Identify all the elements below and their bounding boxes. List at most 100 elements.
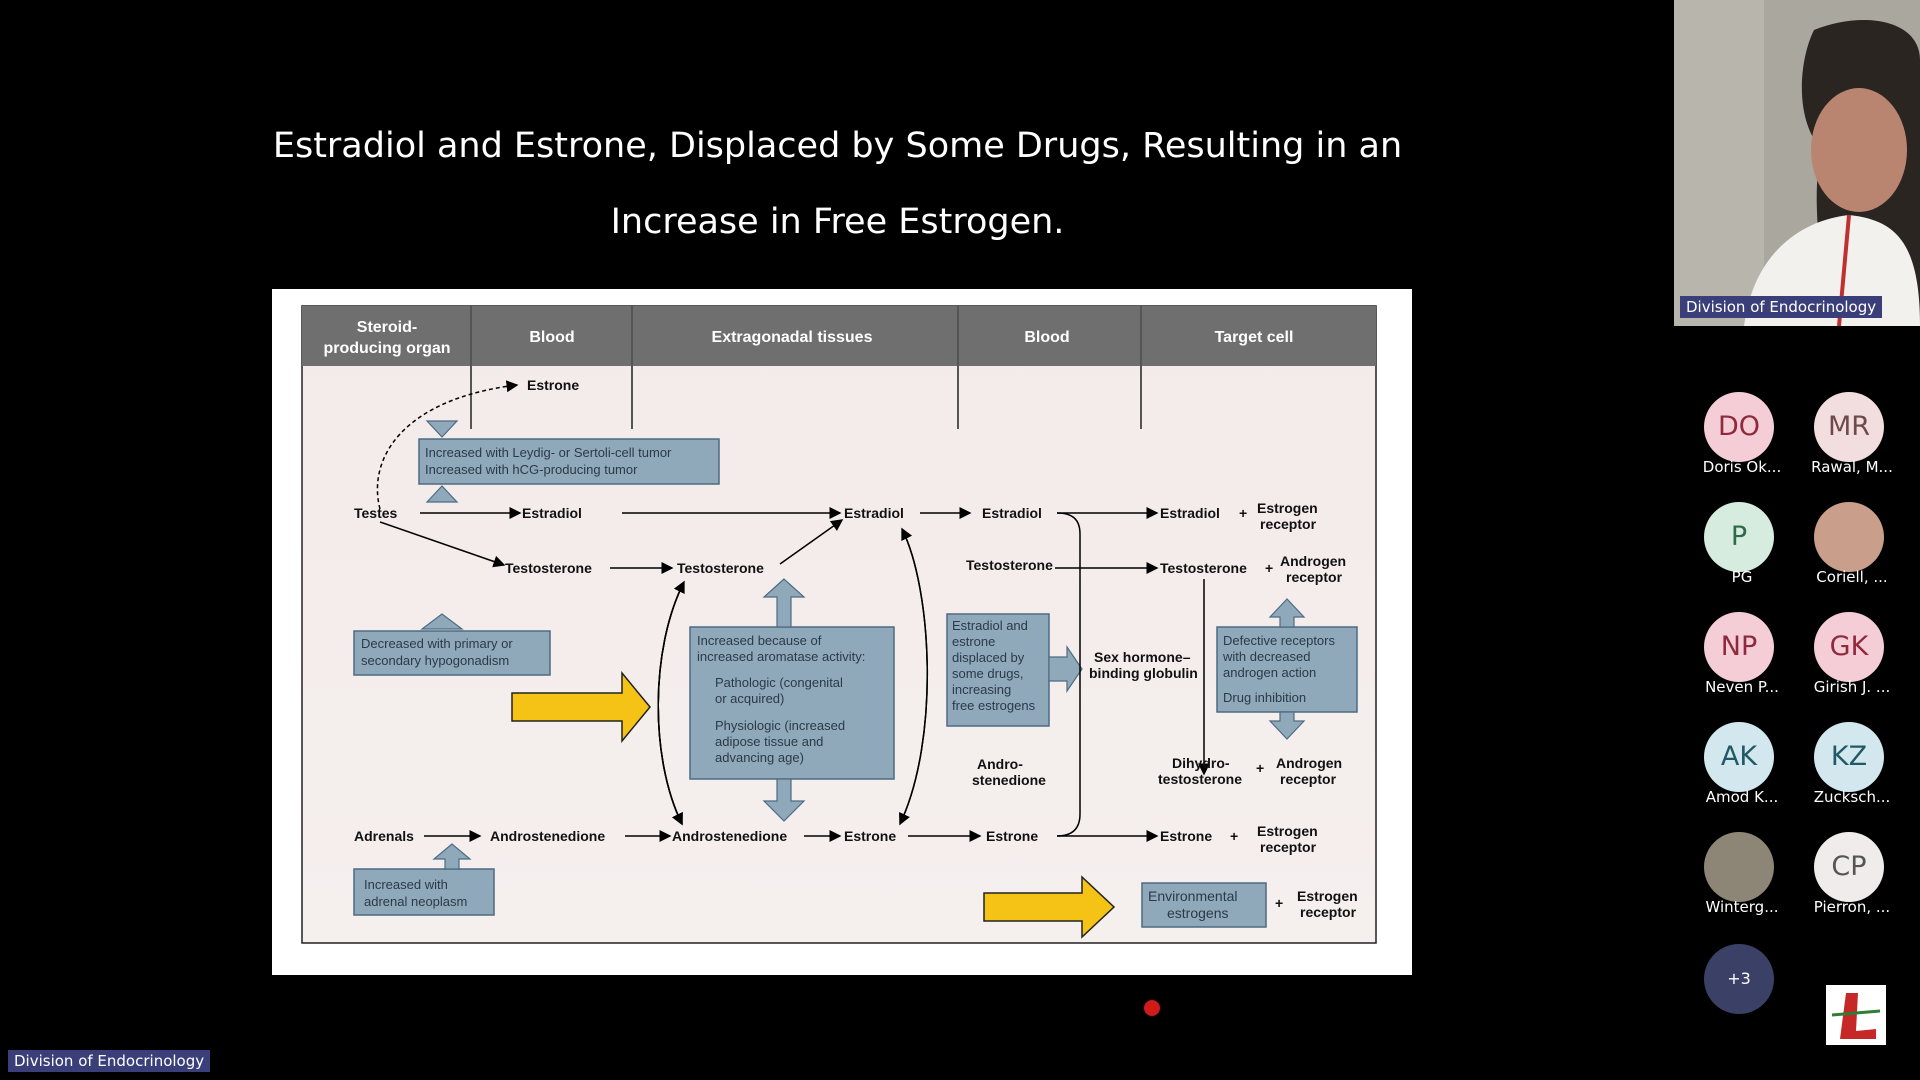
displacement-text-4: some drugs,	[952, 666, 1024, 681]
node-estrone-blood2: Estrone	[986, 828, 1038, 844]
participant-avatar-photo	[1814, 502, 1884, 572]
aromatase-text-1: Increased because of	[697, 633, 822, 648]
aromatase-text-4: or acquired)	[715, 691, 784, 706]
estrogen-receptor-2b: receptor	[1260, 839, 1317, 855]
node-testosterone-target: Testosterone	[1160, 560, 1247, 576]
aromatase-text-5: Physiologic (increased	[715, 718, 845, 733]
recording-indicator-icon	[1144, 1000, 1160, 1016]
androgen-receptor-1a: Androgen	[1280, 553, 1346, 569]
leydig-text-2: Increased with hCG-producing tumor	[425, 462, 638, 477]
header-steroid-1: Steroid-	[357, 319, 417, 336]
header-steroid-2: producing organ	[323, 340, 450, 357]
participant-avatar-initials: CP	[1814, 832, 1884, 902]
node-androstenedione-b2b: stenedione	[972, 772, 1046, 788]
participant-avatar-initials: AK	[1704, 722, 1774, 792]
estrogen-receptor-3b: receptor	[1300, 904, 1357, 920]
node-estradiol-ext: Estradiol	[844, 505, 904, 521]
leydig-down-arrow	[425, 485, 459, 503]
node-dht-a: Dihydro-	[1172, 755, 1230, 771]
defective-text-3: androgen action	[1223, 665, 1316, 680]
header-target-cell: Target cell	[1215, 329, 1294, 346]
node-testosterone-blood2: Testosterone	[966, 557, 1053, 573]
shbg-bracket	[1056, 512, 1081, 837]
node-estrone-target: Estrone	[1160, 828, 1212, 844]
adrenal-neoplasm-text-1: Increased with	[364, 877, 448, 892]
shbg-right-arrow	[1048, 645, 1083, 693]
hypogonadism-box	[353, 630, 551, 676]
defective-text-4: Drug inhibition	[1223, 690, 1306, 705]
speaker-name-label: Division of Endocrinology	[1680, 296, 1883, 318]
plus-1: +	[1239, 505, 1247, 521]
participant-avatar-initials: DO	[1704, 392, 1774, 462]
displacement-text-3: displaced by	[952, 650, 1025, 665]
participant-name: PG	[1731, 568, 1753, 586]
estrogen-receptor-1a: Estrogen	[1257, 500, 1318, 516]
hypogonadism-text-2: secondary hypogonadism	[361, 653, 509, 668]
adrenal-neoplasm-box	[353, 868, 495, 916]
node-dht-b: testosterone	[1158, 771, 1242, 787]
participant-tile[interactable]: Coriell, ...	[1782, 502, 1892, 602]
participant-avatar-initials: MR	[1814, 392, 1884, 462]
leydig-up-arrow	[425, 420, 459, 438]
displacement-text-2: estrone	[952, 634, 995, 649]
plus-4: +	[1230, 828, 1238, 844]
participant-tile[interactable]: Winterg...	[1672, 832, 1782, 932]
hormone-pathway-figure: Steroid- producing organ Blood Extragona…	[272, 289, 1412, 975]
plus-3: +	[1256, 760, 1264, 776]
estrogen-receptor-2a: Estrogen	[1257, 823, 1318, 839]
displacement-text-6: free estrogens	[952, 698, 1036, 713]
node-adrenals: Adrenals	[354, 828, 414, 844]
speaker-silhouette	[1674, 0, 1920, 326]
participant-name: Pierron, ...	[1813, 898, 1891, 916]
hypogonadism-up-arrow	[420, 613, 464, 630]
dashed-testes-estrone	[376, 380, 519, 510]
logo-l-icon	[1826, 985, 1886, 1045]
node-estrone-ext: Estrone	[844, 828, 896, 844]
plus-5: +	[1275, 895, 1283, 911]
displacement-text-5: increasing	[952, 682, 1011, 697]
node-androstenedione-blood1: Androstenedione	[490, 828, 605, 844]
header-blood-1: Blood	[529, 329, 574, 346]
node-androstenedione-b2a: Andro-	[977, 756, 1023, 772]
pathway-diagram: Steroid- producing organ Blood Extragona…	[301, 305, 1377, 944]
leydig-tumor-box	[418, 438, 720, 485]
speaker-video[interactable]	[1674, 0, 1920, 326]
node-testes: Testes	[354, 505, 398, 521]
node-androstenedione-ext: Androstenedione	[672, 828, 787, 844]
header-blood-2: Blood	[1024, 329, 1069, 346]
displacement-text-1: Estradiol and	[952, 618, 1028, 633]
yellow-arrow-aromatase	[511, 670, 651, 744]
slide-title-line-1: Estradiol and Estrone, Displaced by Some…	[272, 126, 1403, 166]
more-participants-button[interactable]: +3	[1704, 944, 1774, 1014]
meeting-logo	[1826, 985, 1886, 1045]
androgen-receptor-2a: Androgen	[1276, 755, 1342, 771]
participant-avatar-photo	[1704, 832, 1774, 902]
aromatase-text-6: adipose tissue and	[715, 734, 823, 749]
participant-avatar-initials: P	[1704, 502, 1774, 572]
shbg-label-2: binding globulin	[1089, 665, 1198, 681]
participant-name: Neven P...	[1705, 678, 1779, 696]
defective-text-2: with decreased	[1222, 649, 1310, 664]
aromatase-down-arrow	[762, 778, 806, 822]
bottom-room-label: Division of Endocrinology	[8, 1050, 211, 1072]
yellow-arrow-environmental	[983, 875, 1116, 939]
defective-text-1: Defective receptors	[1223, 633, 1335, 648]
adrenal-neoplasm-text-2: adrenal neoplasm	[364, 894, 467, 909]
participant-avatar-initials: NP	[1704, 612, 1774, 682]
defective-receptor-box	[1216, 626, 1358, 713]
estrogen-receptor-3a: Estrogen	[1297, 888, 1358, 904]
defective-down-arrow	[1268, 711, 1306, 740]
participant-name: Girish J. ...	[1813, 678, 1891, 696]
aromatase-text-2: increased aromatase activity:	[697, 649, 865, 664]
slide-title: Estradiol and Estrone, Displaced by Some…	[270, 108, 1405, 260]
environmental-estrogens-box	[1141, 882, 1267, 928]
adrenal-up-arrow	[432, 843, 472, 870]
